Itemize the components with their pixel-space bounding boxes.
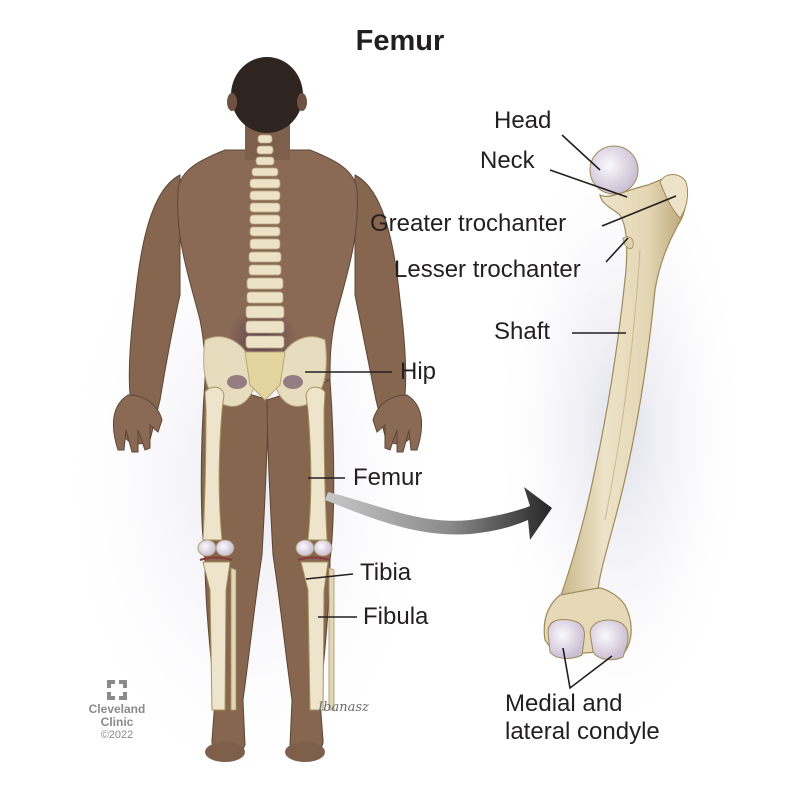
label-femur: Femur (353, 464, 423, 491)
label-lesser-trochanter: Lesser trochanter (394, 256, 581, 283)
cleveland-clinic-logo: Cleveland Clinic ©2022 (82, 680, 152, 742)
label-greater-trochanter: Greater trochanter (370, 210, 567, 237)
arrow-to-femur-detail (325, 487, 552, 540)
logo-copyright: ©2022 (100, 729, 134, 741)
diagram-title: Femur (355, 25, 445, 57)
label-condyle-line1: Medial and (505, 690, 623, 717)
label-shaft: Shaft (494, 318, 551, 345)
label-condyle-line2: lateral condyle (505, 718, 660, 745)
artist-signature: Ibanasz (318, 700, 369, 715)
cleveland-clinic-cross-icon (107, 680, 127, 700)
label-head: Head (494, 107, 552, 134)
human-body-figure (112, 57, 423, 762)
logo-line2: Clinic (100, 715, 134, 729)
leader-lines (305, 134, 677, 690)
label-tibia: Tibia (360, 559, 412, 586)
label-fibula: Fibula (363, 603, 429, 630)
label-neck: Neck (480, 147, 535, 174)
logo-line1: Cleveland (88, 702, 146, 716)
femur-detail-illustration (543, 145, 689, 661)
label-hip: Hip (400, 358, 437, 385)
